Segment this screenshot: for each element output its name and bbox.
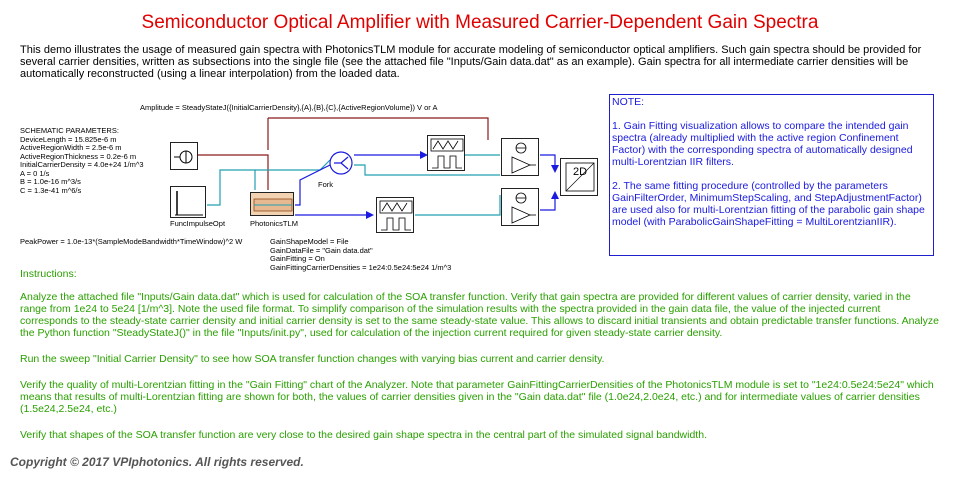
param-b: B = 1.0e-16 m^3/s [20, 177, 81, 186]
instruction-paragraph-4: Verify that shapes of the SOA transfer f… [20, 429, 707, 441]
fork-icon [329, 151, 353, 175]
param-a: A = 0 1/s [20, 168, 50, 178]
func-impulse-label: FuncImpulseOpt [170, 219, 226, 228]
wire-dc-to-tlm [197, 154, 269, 190]
note-paragraph-2: 2. The same fitting procedure (controlle… [612, 180, 925, 228]
plot-2d-block[interactable]: 2D [560, 158, 598, 196]
receiver-bottom-block[interactable] [501, 188, 539, 226]
tlm-icon [253, 198, 293, 212]
impulse-icon [175, 191, 203, 216]
instruction-paragraph-1: Analyze the attached file "Inputs/Gain d… [20, 291, 940, 339]
instructions-heading: Instructions: [20, 268, 77, 280]
tlm-param-gain-fitting: GainFitting = On [270, 254, 325, 263]
tlm-params: GainShapeModel = File GainDataFile = "Ga… [270, 237, 452, 272]
schematic-params: SCHEMATIC PARAMETERS: DeviceLength = 15.… [20, 126, 144, 195]
instruction-paragraph-2: Run the sweep "Initial Carrier Density" … [20, 353, 605, 365]
copyright: Copyright © 2017 VPIphotonics. All right… [10, 455, 304, 469]
analyzer-top-block[interactable] [427, 135, 465, 171]
note-box: NOTE: 1. Gain Fitting visualization allo… [609, 94, 934, 256]
dc-source-block[interactable] [170, 142, 198, 170]
photodiode-icon [511, 142, 536, 174]
receiver-top-block[interactable] [501, 138, 539, 176]
fork-label: Fork [318, 180, 333, 189]
note-paragraph-1: 1. Gain Fitting visualization allows to … [612, 120, 913, 168]
param-initial-carrier: InitialCarrierDensity = 4.0e+24 1/m^3 [20, 160, 144, 169]
func-impulse-block[interactable] [170, 186, 206, 218]
photonics-tlm-block[interactable] [250, 192, 294, 216]
plot-2d-icon [565, 162, 595, 192]
param-device-length: DeviceLength = 15.825e-6 m [20, 134, 117, 144]
analyzer-bottom-block[interactable] [376, 197, 414, 233]
note-heading: NOTE: [612, 96, 645, 108]
photonics-tlm-label: PhotonicsTLM [250, 219, 298, 228]
plot-2d-label: 2D [573, 166, 588, 178]
tlm-param-fitting-densities: GainFittingCarrierDensities = 1e24:0.5e2… [270, 262, 452, 272]
page-title: Semiconductor Optical Amplifier with Mea… [141, 12, 819, 33]
params-header: SCHEMATIC PARAMETERS: [20, 126, 119, 135]
wire-top [268, 117, 489, 140]
dc-source-icon [174, 150, 193, 164]
peak-power-expression: PeakPower = 1.0e-13*(SampleModeBandwidth… [20, 237, 243, 246]
param-active-width: ActiveRegionWidth = 2.5e-6 m [20, 143, 122, 152]
amplitude-expression: Amplitude = SteadyStateJ({InitialCarrier… [140, 103, 438, 112]
param-active-thickness: ActiveRegionThickness = 0.2e-6 m [20, 151, 137, 161]
tlm-param-gain-file: GainDataFile = "Gain data.dat" [270, 245, 373, 255]
analyzer-icon [430, 138, 464, 169]
fork-block[interactable] [328, 150, 354, 176]
instruction-paragraph-3: Verify the quality of multi-Lorentzian f… [20, 379, 934, 415]
analyzer-icon [379, 200, 413, 231]
photodiode-icon [511, 192, 536, 224]
tlm-param-gain-shape: GainShapeModel = File [270, 237, 349, 246]
param-c: C = 1.3e-41 m^6/s [20, 185, 82, 195]
intro-text: This demo illustrates the usage of measu… [20, 44, 922, 80]
wire-impulse-to-tlm [207, 169, 256, 206]
